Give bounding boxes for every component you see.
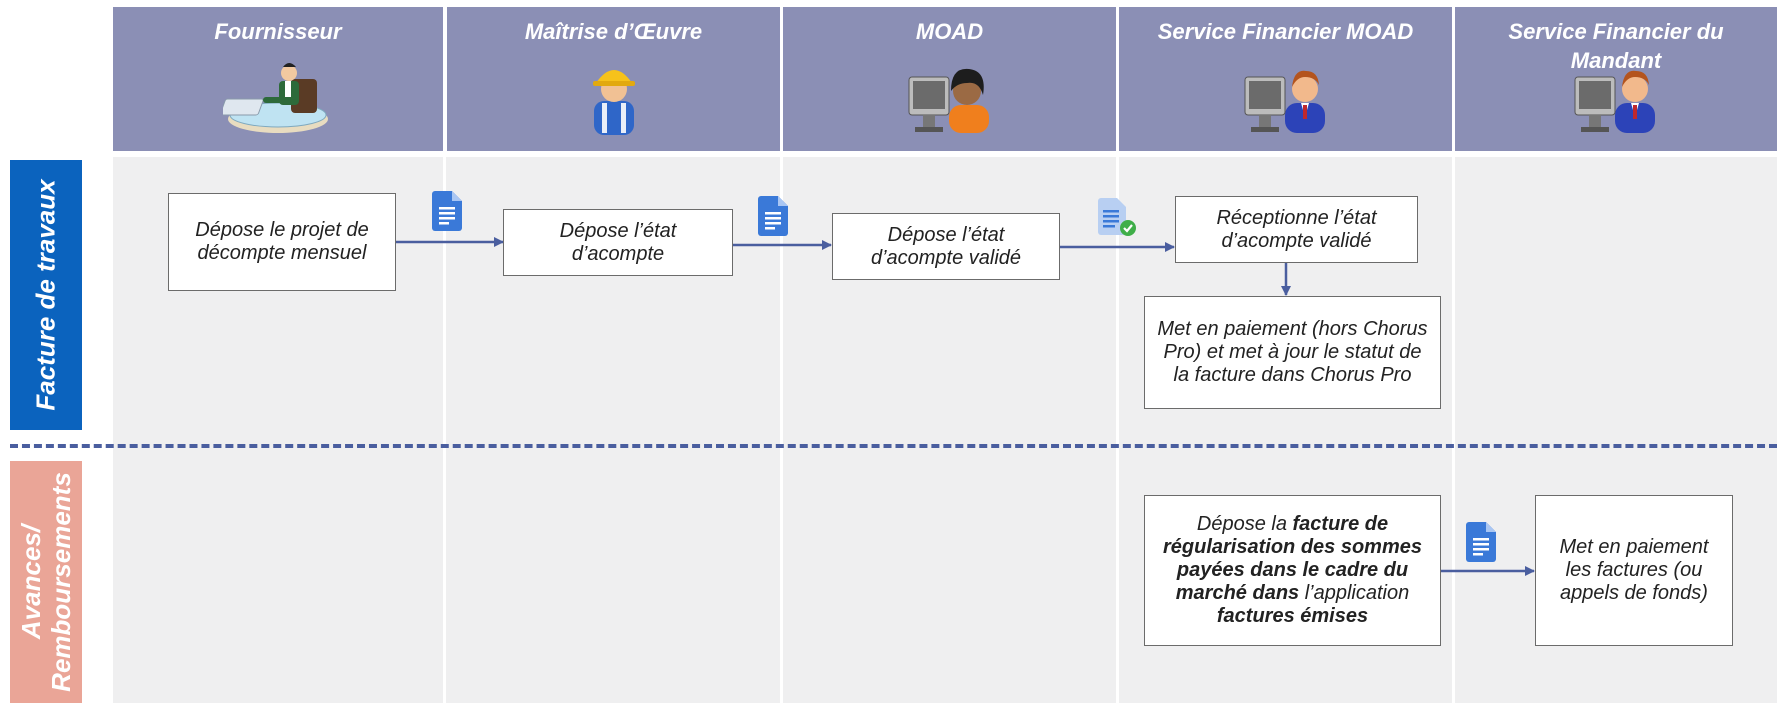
lane-divider [10, 444, 1777, 448]
step-depose-facture-regularisation-text: Dépose la facture de régularisation des … [1153, 513, 1432, 628]
column-title: Service Financier du Mandant [1508, 19, 1724, 73]
document-check-icon [1098, 198, 1136, 236]
column-header-moad: MOAD [783, 7, 1116, 151]
step-depose-projet-decompte: Dépose le projet de décompte mensuel [168, 193, 396, 291]
construction-worker-icon [592, 70, 635, 135]
step-depose-etat-acompte: Dépose l’état d’acompte [503, 209, 733, 276]
text-segment: l’application [1299, 582, 1410, 604]
text-segment: Dépose la [1196, 513, 1293, 535]
column-header-fournisseur: Fournisseur [113, 7, 443, 151]
supplier-at-desk-icon [223, 63, 328, 133]
column-title: Fournisseur [214, 19, 342, 44]
step-met-en-paiement-hors-chorus: Met en paiement (hors Chorus Pro) et met… [1144, 296, 1441, 409]
woman-at-computer-icon [908, 68, 989, 133]
column-separator [1452, 152, 1455, 703]
column-separator [780, 152, 783, 703]
column-title: Maîtrise d’Œuvre [524, 19, 703, 44]
man-at-computer-icon [1574, 70, 1655, 133]
man-at-computer-icon [1244, 70, 1325, 133]
column-separator [1116, 152, 1119, 703]
text-segment-bold: facture de régularisation des sommes pay… [1163, 513, 1422, 604]
column-title: Service Financier MOAD [1157, 19, 1414, 44]
lane-label-facture-travaux: Facture de travaux [10, 160, 82, 430]
step-receptionne-etat-acompte: Réceptionne l’état d’acompte validé [1175, 196, 1418, 263]
text-segment-bold: factures émises [1216, 605, 1369, 627]
column-header-maitrise-oeuvre: Maîtrise d’Œuvre [447, 7, 780, 151]
column-separator [443, 152, 446, 703]
document-icon [758, 196, 788, 236]
column-header-service-financier-mandant: Service Financier du Mandant [1455, 7, 1777, 151]
step-met-en-paiement-factures: Met en paiement les factures (ou appels … [1535, 495, 1733, 646]
step-depose-facture-regularisation: Dépose la facture de régularisation des … [1144, 495, 1441, 646]
document-icon [432, 191, 462, 231]
column-title: MOAD [915, 19, 984, 44]
document-icon [1466, 522, 1496, 562]
lane-label-avances-remboursements: Avances/Remboursements [10, 461, 82, 703]
step-depose-etat-acompte-valide: Dépose l’état d’acompte validé [832, 213, 1060, 280]
column-header-service-financier-moad: Service Financier MOAD [1119, 7, 1452, 151]
